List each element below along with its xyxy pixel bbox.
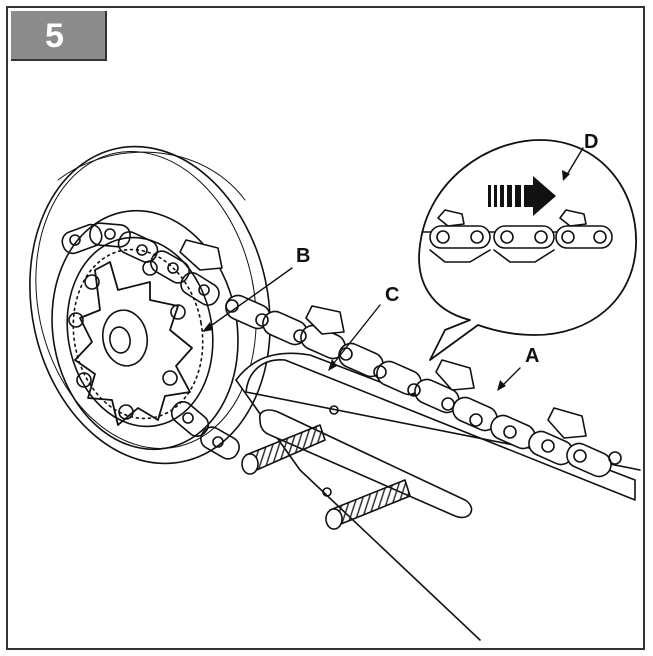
leader-b	[204, 267, 293, 331]
leader-arrowheads	[202, 170, 570, 391]
chain-around-sprocket	[61, 222, 240, 460]
step-badge: 5	[11, 11, 107, 61]
arrow-right-icon	[488, 176, 556, 216]
leader-c	[329, 304, 381, 369]
callout-c: C	[385, 284, 399, 306]
step-number: 5	[45, 17, 64, 55]
detail-inset	[418, 139, 637, 361]
callout-a: A	[525, 345, 539, 367]
clutch-cover	[29, 145, 271, 465]
callout-d: D	[584, 131, 598, 153]
callout-b: B	[296, 245, 310, 267]
bar-studs	[241, 424, 411, 530]
sprocket	[51, 209, 239, 451]
chain-on-bar	[179, 239, 622, 478]
